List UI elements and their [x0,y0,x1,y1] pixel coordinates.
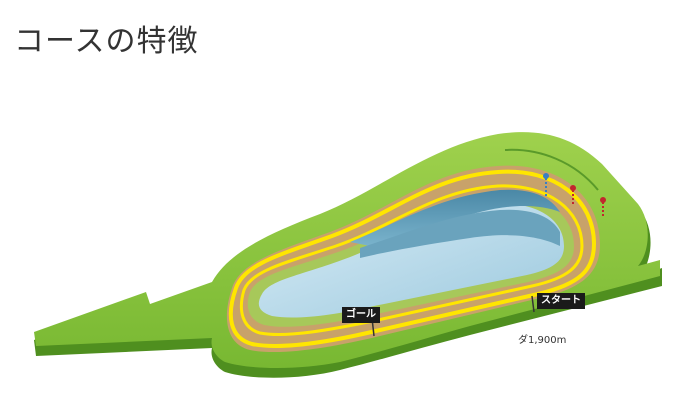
outer-rail [228,169,597,349]
goal-marker-label: ゴール [342,307,380,323]
pole-blue [543,173,549,196]
start-post [531,295,535,313]
start-marker-label: スタート [537,293,585,309]
distance-label: ダ1,900m [518,335,567,346]
chute-line [504,148,599,191]
page-title: コースの特徴 [14,24,199,59]
infield-shadow-2 [360,209,560,258]
inner-rail [239,184,584,337]
pole-red-1 [570,185,576,206]
pole-red-2 [600,197,606,216]
